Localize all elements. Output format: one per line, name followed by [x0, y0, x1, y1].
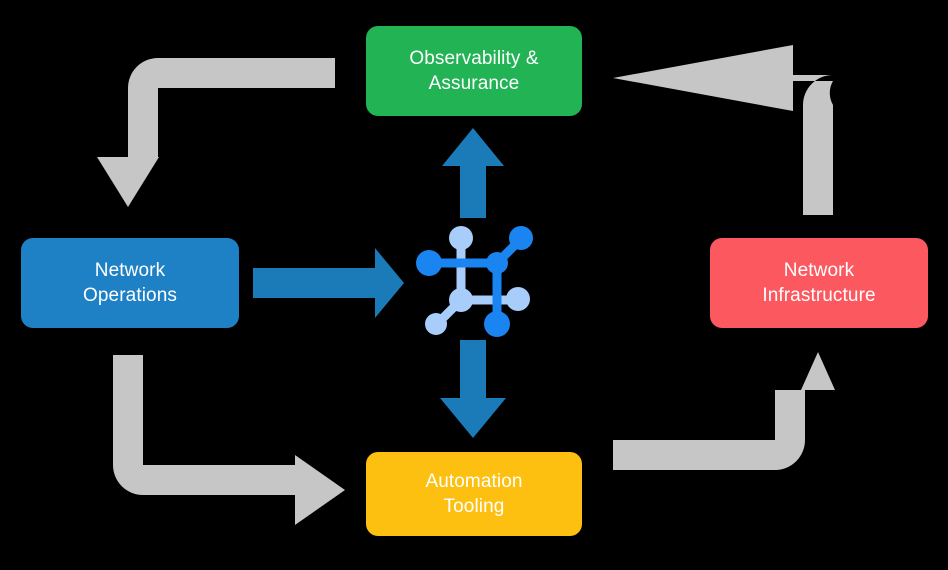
node-label-network-operations: Network Operations [83, 259, 177, 306]
arrow-center-to-automation [440, 340, 506, 438]
node-observability-assurance[interactable]: Observability & Assurance [366, 26, 582, 116]
node-label-observability: Observability & Assurance [409, 47, 539, 94]
arrow-operations-to-center [253, 248, 404, 318]
arrow-automation-to-infrastructure [613, 352, 835, 470]
arrow-operations-to-automation [113, 355, 345, 525]
node-automation-tooling[interactable]: Automation Tooling [366, 452, 582, 536]
arrow-center-to-observability [442, 128, 504, 218]
arrow-infrastructure-to-observability [613, 45, 833, 215]
node-network-infrastructure[interactable]: Network Infrastructure [710, 238, 928, 328]
arrow-observability-to-operations [97, 58, 335, 207]
node-label-network-infrastructure: Network Infrastructure [762, 259, 876, 306]
node-label-automation-tooling: Automation Tooling [425, 470, 523, 517]
node-network-operations[interactable]: Network Operations [21, 238, 239, 328]
